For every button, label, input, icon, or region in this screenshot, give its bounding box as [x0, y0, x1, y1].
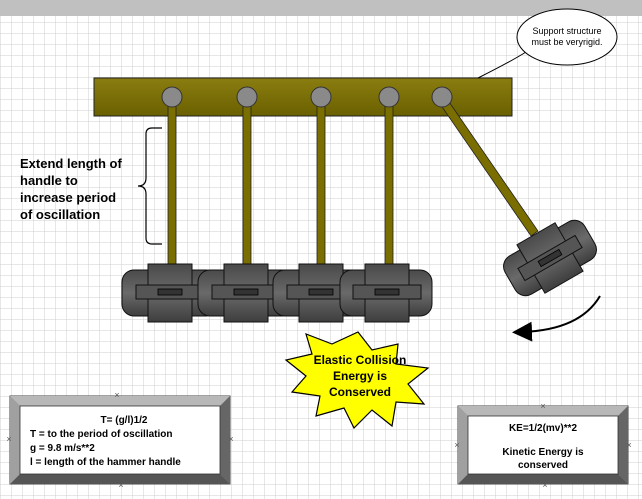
callout-line-2: must be veryrigid. [531, 37, 602, 47]
burst-line-3: Conserved [329, 385, 391, 399]
hammer-heads [121, 219, 597, 323]
rod-2 [242, 96, 252, 272]
handle-marker: × [542, 480, 547, 490]
pendulum-rods [167, 95, 539, 272]
ke-formula: KE=1/2(mv)**2 [509, 423, 578, 434]
pivot-pin-5 [431, 86, 453, 108]
handle-marker: × [118, 480, 123, 490]
period-line-g: g = 9.8 m/s**2 [30, 443, 95, 454]
ke-line-2: conserved [518, 460, 568, 471]
kinetic-energy-box: KE=1/2(mv)**2 Kinetic Energy is conserve… [454, 401, 631, 490]
burst-line-1: Elastic Collision [314, 353, 407, 367]
period-formula-box: T= (g/l)1/2 T = to the period of oscilla… [6, 390, 233, 490]
callout-line-1: Support structure [532, 26, 601, 36]
hammer-head-4 [339, 263, 433, 323]
handle-note-line-2: handle to [20, 173, 78, 188]
pivot-pin-3 [310, 86, 332, 108]
handle-note-line-4: of oscillation [20, 207, 100, 222]
handle-note-line-3: increase period [20, 190, 116, 205]
pivot-pin-4 [378, 86, 400, 108]
elastic-collision-burst: Elastic Collision Energy is Conserved [284, 331, 430, 430]
support-callout: Support structure must be veryrigid. [477, 8, 618, 79]
handle-length-brace [137, 127, 162, 245]
period-formula: T= (g/l)1/2 [101, 415, 148, 426]
handle-marker: × [454, 440, 459, 450]
handle-marker: × [626, 440, 631, 450]
handle-marker: × [228, 434, 233, 444]
top-bar [0, 0, 642, 16]
period-line-t: T = to the period of oscillation [30, 429, 173, 440]
rod-3 [316, 96, 326, 272]
pivot-pins [161, 86, 453, 108]
hammer-head-1 [121, 263, 219, 323]
handle-marker: × [540, 401, 545, 411]
burst-line-2: Energy is [333, 369, 387, 383]
hammer-head-2 [197, 263, 295, 323]
handle-marker: × [6, 434, 11, 444]
rod-1 [167, 96, 177, 272]
handle-marker: × [114, 390, 119, 400]
rod-4 [384, 96, 394, 272]
handle-note-line-1: Extend length of [20, 156, 123, 171]
swing-direction-arrow [512, 295, 601, 342]
hammer-head-5-swinging [503, 219, 597, 297]
pivot-pin-1 [161, 86, 183, 108]
period-line-l: l = length of the hammer handle [30, 457, 181, 468]
handle-length-note: Extend length of handle to increase peri… [20, 156, 123, 222]
ke-line-1: Kinetic Energy is [502, 447, 584, 458]
pivot-pin-2 [236, 86, 258, 108]
